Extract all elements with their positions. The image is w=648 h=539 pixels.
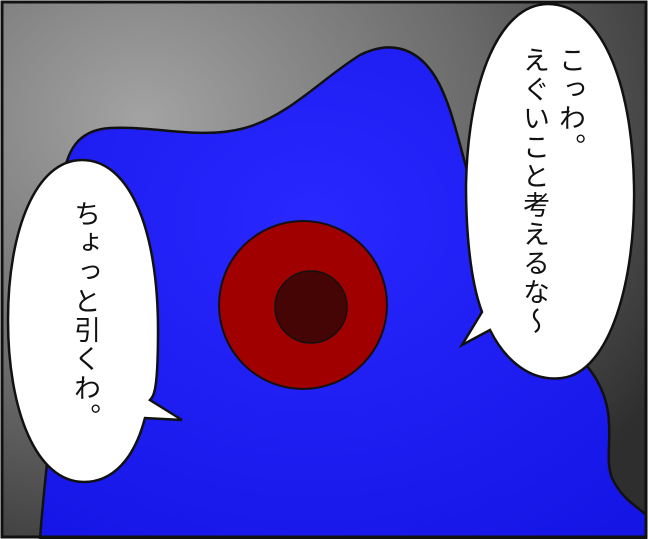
- right-bubble-line-1: こっわ。: [554, 46, 585, 162]
- left-bubble-line-1: ちょっと引くわ。: [69, 200, 100, 432]
- right-bubble-line-2: えぐいこと考えるな～: [518, 46, 549, 336]
- right-speech-bubble: [458, 2, 636, 380]
- right-bubble-text: こっわ。 えぐいこと考えるな～: [515, 46, 587, 336]
- left-bubble-text: ちょっと引くわ。: [66, 200, 102, 432]
- left-speech-bubble: [6, 158, 183, 484]
- creature-eye-pupil: [274, 270, 348, 344]
